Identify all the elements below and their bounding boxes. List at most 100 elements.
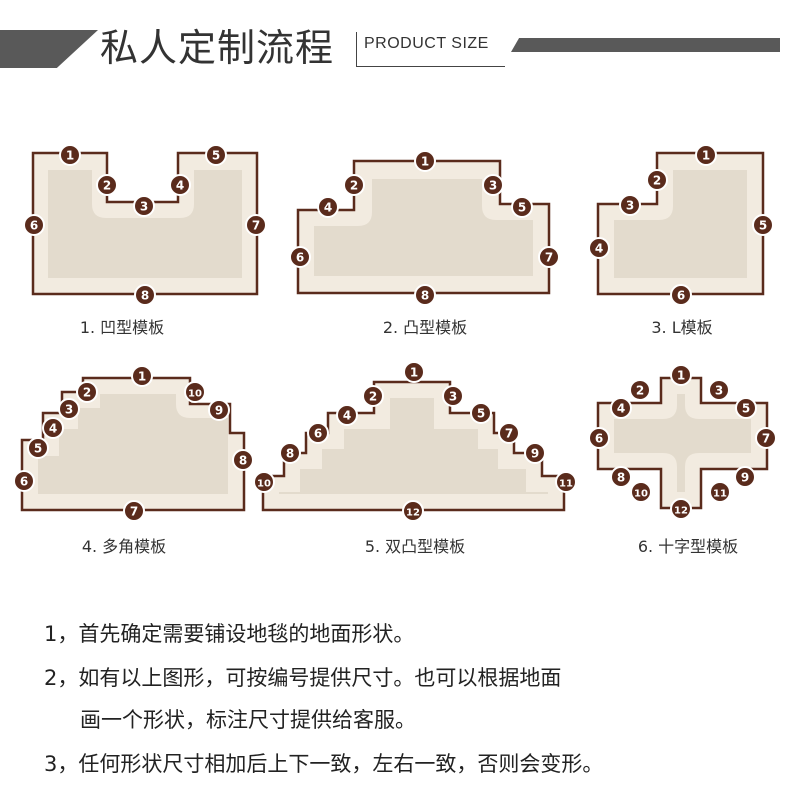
- badge-circle: [58, 398, 80, 420]
- template-5-badge-1: 1: [403, 361, 425, 383]
- template-5-badge-7: 7: [498, 422, 520, 444]
- template-6-badge-3: 3: [708, 379, 730, 401]
- template-4-badge-1: 1: [131, 365, 153, 387]
- badge-circle: [629, 379, 651, 401]
- template-1-badge-7: 7: [245, 214, 267, 236]
- badge-number: 8: [421, 289, 429, 303]
- badge-number: 3: [715, 384, 723, 398]
- badge-circle: [133, 195, 155, 217]
- template-4-badge-4: 4: [42, 417, 64, 439]
- badge-number: 6: [314, 427, 322, 441]
- template-6-badge-12: 12: [670, 498, 692, 520]
- badge-number: 10: [188, 389, 202, 400]
- badge-number: 5: [759, 219, 767, 233]
- badge-circle: [403, 361, 425, 383]
- caption-template-4: 4. 多角模板: [81, 537, 167, 556]
- template-4-badge-2: 2: [76, 381, 98, 403]
- template-5-badge-2: 2: [362, 385, 384, 407]
- badge-circle: [482, 174, 504, 196]
- template-1-badge-2: 2: [96, 174, 118, 196]
- badge-number: 4: [49, 422, 57, 436]
- badge-circle: [708, 379, 730, 401]
- template-5-badge-6: 6: [307, 422, 329, 444]
- badge-number: 6: [20, 475, 28, 489]
- badge-number: 5: [518, 201, 526, 215]
- template-5-badge-11: 11: [555, 471, 577, 493]
- badge-number: 5: [34, 442, 42, 456]
- badge-number: 4: [595, 242, 603, 256]
- caption-template-2: 2. 凸型模板: [382, 318, 468, 337]
- badge-circle: [619, 194, 641, 216]
- template-2-badge-4: 4: [317, 196, 339, 218]
- badge-number: 8: [141, 289, 149, 303]
- badge-number: 9: [215, 404, 223, 418]
- badge-number: 6: [677, 289, 685, 303]
- badge-circle: [511, 196, 533, 218]
- template-3-badge-1: 1: [695, 144, 717, 166]
- template-5-badge-10: 10: [253, 471, 275, 493]
- badge-number: 10: [634, 489, 648, 500]
- badge-circle: [734, 466, 756, 488]
- badge-circle: [76, 381, 98, 403]
- badge-circle: [343, 174, 365, 196]
- template-2-badge-3: 3: [482, 174, 504, 196]
- badge-circle: [695, 144, 717, 166]
- badge-number: 3: [489, 179, 497, 193]
- badge-number: 3: [449, 390, 457, 404]
- badge-number: 5: [742, 402, 750, 416]
- badge-circle: [610, 397, 632, 419]
- badge-number: 7: [505, 427, 513, 441]
- badge-number: 1: [66, 149, 74, 163]
- badge-circle: [131, 365, 153, 387]
- subtitle-bracket: [356, 32, 505, 67]
- template-3-shape: [596, 151, 765, 296]
- badge-circle: [205, 144, 227, 166]
- template-6-badge-11: 11: [709, 481, 731, 503]
- caption-template-6: 6. 十字型模板: [637, 537, 739, 556]
- caption-template-3: 3. L模板: [651, 318, 713, 337]
- badge-circle: [555, 471, 577, 493]
- template-5-badge-9: 9: [524, 442, 546, 464]
- badge-circle: [670, 364, 692, 386]
- badge-circle: [13, 470, 35, 492]
- template-4-badge-5: 5: [27, 437, 49, 459]
- note-step-1: 1，首先确定需要铺设地毯的地面形状。: [44, 622, 415, 646]
- badge-circle: [538, 246, 560, 268]
- badge-circle: [414, 284, 436, 306]
- template-2-badge-2: 2: [343, 174, 365, 196]
- badge-number: 10: [257, 479, 271, 490]
- badge-number: 6: [595, 432, 603, 446]
- template-1-badge-8: 8: [134, 284, 156, 306]
- badge-number: 11: [559, 479, 573, 490]
- badge-number: 7: [130, 505, 138, 519]
- template-1-badge-5: 5: [205, 144, 227, 166]
- badge-circle: [279, 442, 301, 464]
- template-4-badge-3: 3: [58, 398, 80, 420]
- template-1-badge-4: 4: [169, 174, 191, 196]
- badge-circle: [588, 237, 610, 259]
- badge-number: 12: [406, 508, 420, 519]
- badge-number: 11: [713, 489, 727, 500]
- page-title: 私人定制流程: [100, 26, 335, 70]
- badge-number: 3: [65, 403, 73, 417]
- template-6-badge-7: 7: [755, 427, 777, 449]
- note-step-2-continued: 画一个形状，标注尺寸提供给客服。: [80, 708, 416, 732]
- badge-circle: [232, 449, 254, 471]
- template-2-badge-6: 6: [289, 246, 311, 268]
- badge-number: 1: [702, 149, 710, 163]
- page-subtitle: PRODUCT SIZE: [364, 35, 489, 52]
- badge-circle: [735, 397, 757, 419]
- badge-circle: [588, 427, 610, 449]
- template-3-badge-3: 3: [619, 194, 641, 216]
- template-6-badge-10: 10: [630, 481, 652, 503]
- template-4-badge-7: 7: [123, 500, 145, 522]
- template-1-badge-6: 6: [23, 214, 45, 236]
- badge-number: 7: [545, 251, 553, 265]
- template-5-badge-4: 4: [336, 404, 358, 426]
- badge-circle: [670, 498, 692, 520]
- note-step-3: 3，任何形状尺寸相加后上下一致，左右一致，否则会变形。: [44, 752, 604, 776]
- badge-circle: [362, 385, 384, 407]
- badge-number: 7: [762, 432, 770, 446]
